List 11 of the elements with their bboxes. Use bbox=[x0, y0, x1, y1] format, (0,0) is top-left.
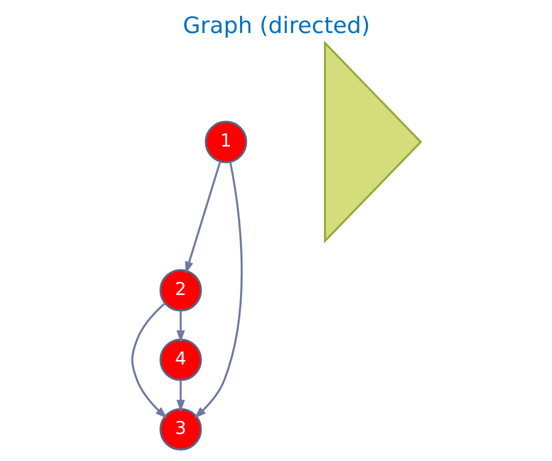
arrow bbox=[176, 310, 184, 342]
node-triangle bbox=[323, 40, 422, 244]
node-circle: 2 bbox=[159, 269, 202, 312]
node-circle: 4 bbox=[159, 338, 202, 382]
arrow bbox=[184, 161, 221, 274]
arrow bbox=[194, 162, 242, 418]
arrow bbox=[176, 380, 184, 412]
arrow bbox=[130, 302, 167, 418]
node-circle: 1 bbox=[204, 120, 247, 164]
node-circle: 3 bbox=[159, 408, 202, 451]
diagram-title: Graph (directed) bbox=[182, 12, 370, 39]
